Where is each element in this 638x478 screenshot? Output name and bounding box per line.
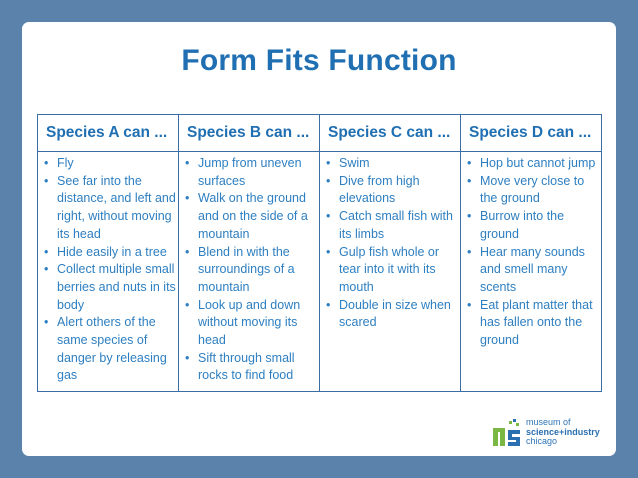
list-item: Collect multiple small berries and nuts … — [44, 261, 178, 314]
species-b-cell: Jump from uneven surfaces Walk on the gr… — [178, 151, 320, 392]
logo-line-2: science+industry — [526, 426, 600, 437]
species-a-cell: Fly See far into the distance, and left … — [37, 151, 179, 392]
species-c-list: Swim Dive from high elevations Catch sma… — [320, 152, 460, 332]
museum-logo-icon — [492, 418, 524, 450]
list-item: Fly — [44, 155, 178, 173]
list-item: Hide easily in a tree — [44, 244, 178, 262]
species-d-list: Hop but cannot jump Move very close to t… — [461, 152, 601, 350]
list-item: See far into the distance, and left and … — [44, 173, 178, 244]
list-item: Double in size when scared — [326, 297, 460, 332]
species-d-cell: Hop but cannot jump Move very close to t… — [460, 151, 602, 392]
list-item: Burrow into the ground — [467, 208, 601, 243]
header-species-a: Species A can ... — [37, 114, 179, 152]
header-species-d: Species D can ... — [460, 114, 602, 152]
header-species-c: Species C can ... — [319, 114, 461, 152]
table-row: Fly See far into the distance, and left … — [37, 151, 602, 392]
slide-title: Form Fits Function — [181, 44, 457, 77]
species-table: Species A can ... Species B can ... Spec… — [37, 114, 602, 392]
list-item: Walk on the ground and on the side of a … — [185, 190, 319, 243]
header-species-b: Species B can ... — [178, 114, 320, 152]
species-b-list: Jump from uneven surfaces Walk on the gr… — [179, 152, 319, 385]
species-c-cell: Swim Dive from high elevations Catch sma… — [319, 151, 461, 392]
list-item: Gulp fish whole or tear into it with its… — [326, 244, 460, 297]
logo-line-3: chicago — [526, 436, 558, 446]
list-item: Eat plant matter that has fallen onto th… — [467, 297, 601, 350]
table-header-row: Species A can ... Species B can ... Spec… — [37, 114, 602, 152]
list-item: Jump from uneven surfaces — [185, 155, 319, 190]
museum-logo-text: museum of science+industry chicago — [526, 417, 600, 447]
list-item: Look up and down without moving its head — [185, 297, 319, 350]
list-item: Blend in with the surroundings of a moun… — [185, 244, 319, 297]
list-item: Hop but cannot jump — [467, 155, 601, 173]
list-item: Catch small fish with its limbs — [326, 208, 460, 243]
list-item: Swim — [326, 155, 460, 173]
list-item: Move very close to the ground — [467, 173, 601, 208]
logo-line-1: museum of — [526, 417, 571, 427]
list-item: Dive from high elevations — [326, 173, 460, 208]
species-a-list: Fly See far into the distance, and left … — [38, 152, 178, 385]
list-item: Hear many sounds and smell many scents — [467, 244, 601, 297]
list-item: Sift through small rocks to find food — [185, 350, 319, 385]
list-item: Alert others of the same species of dang… — [44, 314, 178, 385]
